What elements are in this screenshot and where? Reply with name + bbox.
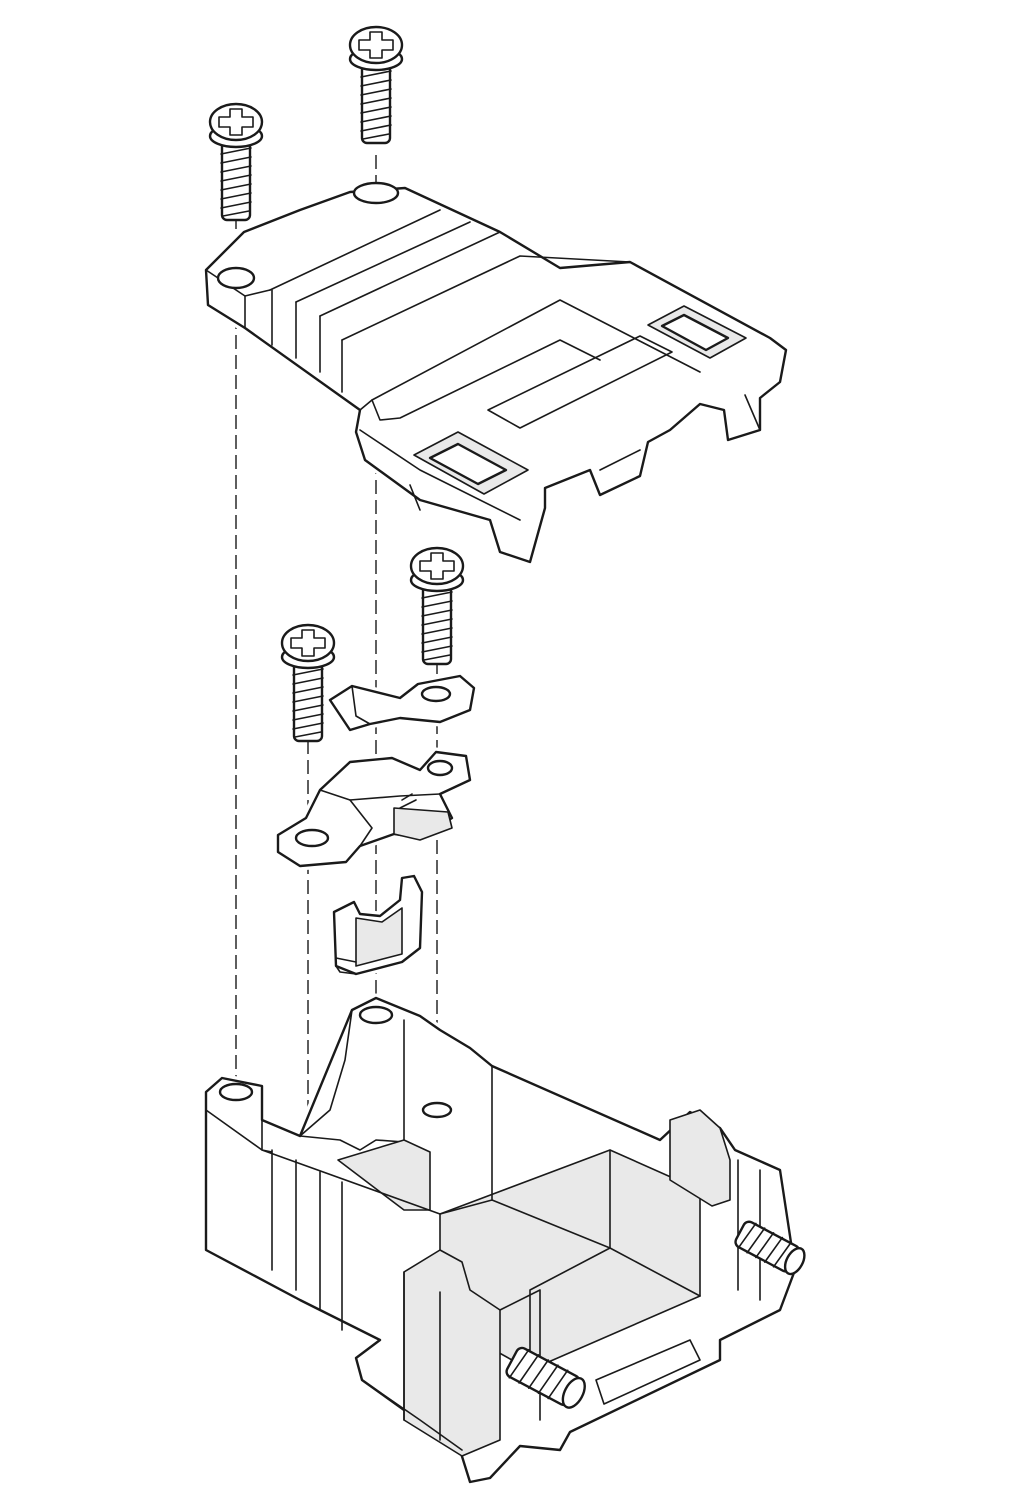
housing-base-icon — [201, 993, 800, 1487]
screw-clamp-right-icon — [409, 546, 465, 666]
screw-clamp-left-icon — [280, 623, 336, 743]
jack-screw-front-icon — [505, 1346, 586, 1409]
housing-cover-icon — [201, 181, 791, 567]
clamp-insert-icon — [329, 871, 427, 979]
screw-top-right-icon — [348, 25, 404, 145]
jack-screw-right-icon — [734, 1220, 806, 1276]
screw-top-left-icon — [208, 102, 264, 222]
cable-clamp-icon — [273, 747, 475, 871]
strain-relief-bracket-icon — [325, 671, 479, 735]
